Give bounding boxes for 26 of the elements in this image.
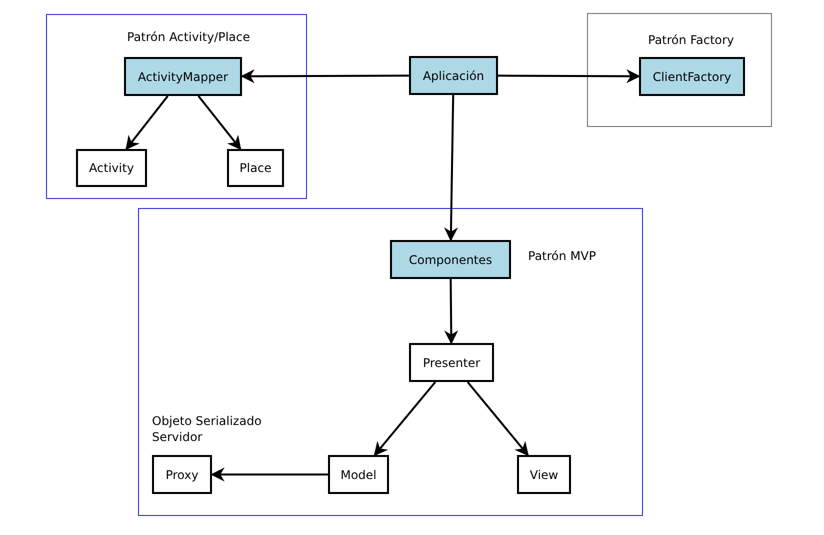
component-box: ClientFactory — [639, 57, 745, 96]
arrow — [240, 69, 409, 84]
component-box: Proxy — [152, 455, 212, 494]
pattern-group-frame — [46, 14, 307, 199]
group-heading: Patrón MVP — [528, 249, 596, 263]
group-heading: Patrón Factory — [648, 33, 734, 47]
component-box: View — [517, 455, 571, 494]
component-box: Activity — [76, 149, 147, 187]
arrow — [498, 69, 640, 84]
component-box: Place — [227, 149, 284, 187]
component-box: Componentes — [390, 240, 511, 279]
arrow — [444, 278, 458, 344]
arrow — [466, 381, 529, 456]
arrow — [125, 95, 169, 150]
arrow — [210, 468, 328, 482]
pattern-group-frame — [138, 208, 643, 516]
component-box: Presenter — [409, 343, 494, 382]
component-box: ActivityMapper — [124, 57, 242, 96]
pattern-group-frame — [587, 13, 772, 127]
group-heading: Patrón Activity/Place — [127, 30, 250, 44]
arrow — [444, 94, 458, 242]
component-box: Aplicación — [409, 56, 498, 95]
arrow — [374, 381, 436, 456]
arrow — [198, 95, 242, 150]
node-note: Objeto Serializado Servidor — [152, 414, 263, 446]
component-box: Model — [328, 455, 389, 494]
